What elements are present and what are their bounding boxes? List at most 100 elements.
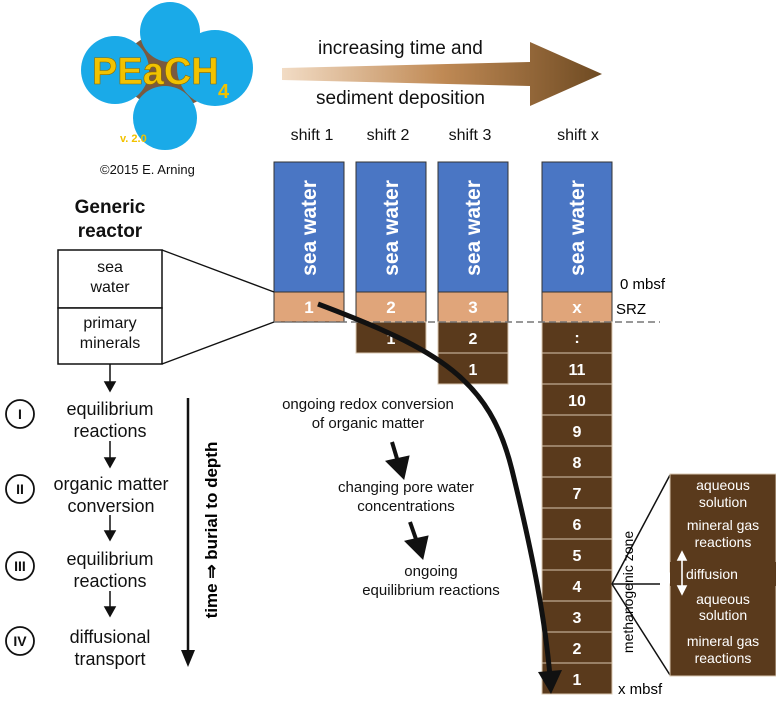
sea-water-label-2: sea water — [380, 180, 403, 276]
srz-label-2: 2 — [386, 298, 395, 317]
center-text-redox: ongoing redox conversion of organic matt… — [248, 395, 488, 433]
step-circle-3 — [5, 551, 35, 581]
reactor-box-sea-water — [57, 249, 163, 309]
sediment-label-shiftx: 5 — [573, 548, 582, 565]
zone-zoom-line-bottom — [611, 583, 671, 676]
reactor-box-primary-minerals — [57, 307, 163, 365]
shift-label-1: shift 1 — [290, 127, 334, 144]
reactor-title-line1: Generic — [74, 197, 146, 218]
step-numeral-3: III — [14, 558, 26, 574]
center-text-equil-line1: ongoing — [404, 563, 458, 580]
zone-bottom-line-4: reactions — [695, 650, 752, 666]
diffusion-label: diffusion — [686, 566, 738, 582]
step-1-line1: equilibrium — [66, 399, 154, 419]
sediment-label-shiftx: 7 — [573, 486, 582, 503]
sediment-label-shiftx: 8 — [573, 455, 582, 472]
time-arrow-shape — [282, 42, 602, 106]
center-text-pore: changing pore water concentrations — [306, 478, 506, 516]
sediment-cell — [541, 569, 613, 602]
diffusion-arrowhead-down — [676, 585, 688, 596]
methanogenic-zone-label: methanogenic zone — [620, 531, 636, 653]
step-3-line1: equilibrium — [66, 549, 154, 569]
sediment-label-shiftx: 6 — [573, 517, 582, 534]
shift-label-x: shift x — [557, 127, 599, 144]
copyright: ©2015 E. Arning — [100, 162, 195, 177]
step-arrowhead — [103, 606, 117, 618]
sea-water-shift-3 — [437, 161, 509, 293]
sediment-label-shift3: 1 — [469, 362, 478, 379]
zone-top-line-4: reactions — [695, 534, 752, 550]
step-4-line2: transport — [74, 649, 146, 669]
sea-water-label-1: sea water — [298, 180, 321, 276]
step-2-line2: conversion — [67, 496, 155, 516]
srz-cell-3 — [437, 291, 509, 323]
arrow-label-line2: sediment deposition — [316, 88, 485, 109]
sediment-cell — [541, 538, 613, 571]
sediment-label-shiftx: 4 — [573, 579, 582, 596]
zone-top-line-1: aqueous — [696, 477, 750, 493]
sediment-label-shiftx: 3 — [573, 610, 582, 627]
step-2-line1: organic matter — [53, 474, 169, 494]
sediment-label-shift3: 2 — [469, 331, 478, 348]
step-arrowhead — [103, 530, 117, 542]
sediment-cell — [541, 383, 613, 416]
step-circle-4 — [5, 626, 35, 656]
step-numeral-2: II — [16, 481, 24, 497]
reactor-minerals-text-line1: primary — [83, 315, 137, 332]
sea-water-shift-2 — [355, 161, 427, 293]
burial-trajectory-arrow — [317, 301, 553, 677]
center-text-redox-line2: of organic matter — [311, 415, 425, 432]
sediment-cell — [541, 600, 613, 633]
sea-water-shift-1 — [273, 161, 345, 293]
sediment-cell — [541, 414, 613, 447]
sediment-cell — [437, 352, 509, 385]
step-circle-2 — [5, 474, 35, 504]
sediment-label-shiftx: 2 — [573, 641, 582, 658]
zone-box-top — [669, 473, 776, 573]
sea-water-columns — [273, 161, 613, 293]
logo-subscript: 4 — [218, 81, 230, 103]
zone-zoom-line-top — [611, 474, 671, 585]
sediment-cell — [541, 631, 613, 664]
center-arrow-2-head — [404, 535, 429, 560]
zone-bottom-line-1: aqueous — [696, 591, 750, 607]
time-axis-arrowhead — [181, 650, 195, 667]
center-text-equil-line2: equilibrium reactions — [362, 582, 500, 599]
logo-circle-left — [81, 36, 149, 104]
center-text-pore-line2: concentrations — [357, 498, 455, 515]
step-2-text: organic matter conversion — [36, 473, 186, 517]
logo-circle-right — [177, 30, 253, 106]
zone-box-bottom — [669, 583, 776, 677]
srz-label-x: x — [572, 298, 582, 317]
sediment-label-shiftx: 10 — [568, 393, 586, 410]
reactor-minerals-text-line2: minerals — [79, 335, 141, 352]
sediment-cell — [541, 445, 613, 478]
center-text-equil: ongoing equilibrium reactions — [336, 562, 526, 600]
time-arrow — [282, 42, 602, 106]
shift-label-3: shift 3 — [448, 127, 492, 144]
step-4-text: diffusional transport — [40, 626, 180, 670]
sediment-cell — [541, 476, 613, 509]
depth-label-bottom: x mbsf — [618, 681, 663, 698]
reactor-sea-text-line1: sea — [97, 259, 123, 276]
arrow-label-line1: increasing time and — [318, 38, 483, 59]
sea-water-label-x: sea water — [566, 180, 589, 276]
sediment-label-shiftx: 11 — [569, 362, 586, 379]
sediment-cell — [541, 352, 613, 385]
step-1-line2: reactions — [73, 421, 147, 441]
logo-text: PEaCH — [92, 51, 219, 93]
center-arrow-1-head — [385, 455, 410, 480]
step-numeral-1: I — [18, 406, 22, 422]
depth-label-srz: SRZ — [616, 301, 646, 318]
sediment-cells — [355, 321, 613, 695]
logo-circle-top — [140, 2, 200, 62]
diffusion-arrowhead-up — [676, 550, 688, 561]
srz-label-3: 3 — [468, 298, 477, 317]
reactor-sea-text-line2: water — [90, 279, 130, 296]
step-arrowhead — [103, 381, 117, 393]
logo-circle-bottom — [133, 86, 197, 150]
reactor-zoom-line-bottom — [161, 321, 275, 365]
zone-top-line-2: solution — [699, 494, 747, 510]
sediment-cell — [437, 321, 509, 354]
